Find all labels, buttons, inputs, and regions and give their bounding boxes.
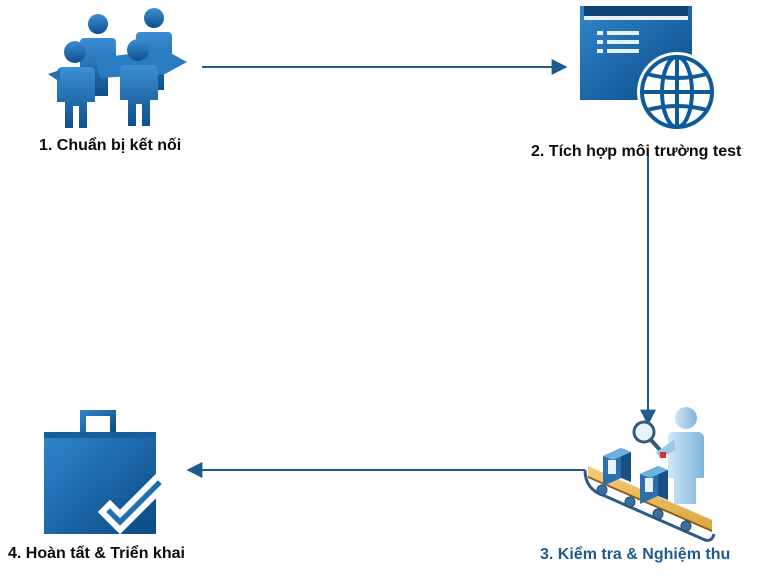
step-3-label: 3. Kiểm tra & Nghiệm thu <box>540 546 731 563</box>
shopping-bag-check-icon <box>44 410 171 535</box>
step-4-label: 4. Hoàn tất & Triển khai <box>8 545 185 562</box>
step-2-label: 2. Tích hợp môi trường test <box>531 143 742 160</box>
inspection-conveyor-icon <box>583 407 716 542</box>
people-icon <box>48 8 187 128</box>
web-globe-icon <box>580 6 717 132</box>
step-1-label: 1. Chuẩn bị kết nối <box>39 137 182 154</box>
